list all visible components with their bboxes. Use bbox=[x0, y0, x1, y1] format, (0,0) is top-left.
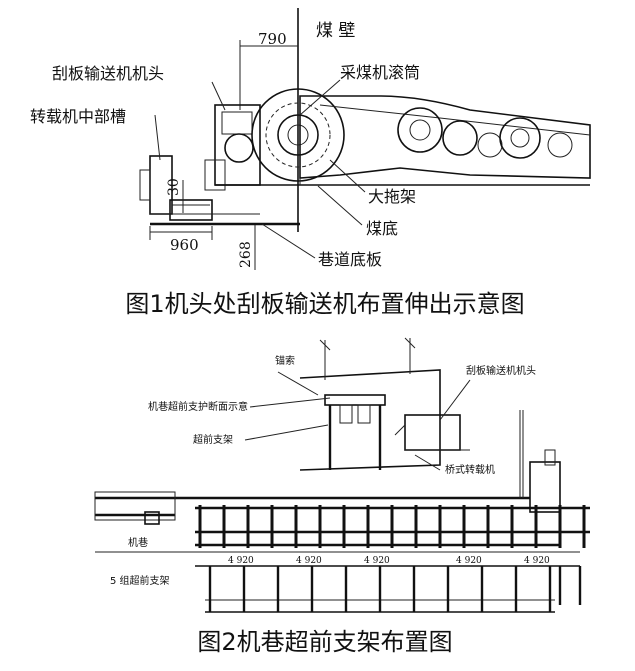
roadway-label: 机巷 bbox=[128, 536, 148, 549]
drum-label: 采煤机滚筒 bbox=[340, 63, 420, 82]
leader-roadway bbox=[261, 223, 316, 259]
spacing-label-1: 4 920 bbox=[228, 556, 254, 566]
transfer-trough-label: 转载机中部槽 bbox=[30, 107, 126, 126]
shearer-drum bbox=[251, 88, 345, 182]
figure1-drawing bbox=[139, 8, 591, 270]
gearbox bbox=[529, 461, 561, 513]
bridge-loader-label: 桥式转载机 bbox=[445, 463, 495, 476]
leader-conveyor-head bbox=[211, 81, 226, 111]
roadway-floor-label: 巷道底板 bbox=[318, 250, 382, 269]
spacing-label-5: 4 920 bbox=[524, 556, 550, 566]
dim-790-label: 790 bbox=[258, 30, 287, 48]
coal-floor-label: 煤底 bbox=[366, 219, 398, 238]
leader-drum bbox=[299, 79, 341, 116]
leader-skid bbox=[329, 159, 366, 193]
section-note-label: 机巷超前支护断面示意 bbox=[148, 400, 248, 413]
spacing-label-3: 4 920 bbox=[364, 556, 390, 566]
roadway-section bbox=[299, 369, 441, 471]
conveyor-head bbox=[204, 104, 300, 191]
dim-30-label: 30 bbox=[166, 178, 182, 196]
advance-support-label: 超前支架 bbox=[193, 433, 233, 446]
leader-floor bbox=[317, 185, 363, 226]
support-canopy bbox=[324, 394, 386, 406]
conveyor-head-label: 刮板输送机机头 bbox=[52, 64, 164, 83]
conveyor-head-label-2: 刮板输送机机头 bbox=[466, 364, 536, 377]
leader-anchor bbox=[277, 371, 319, 396]
conveyor-head-small bbox=[404, 414, 461, 451]
spacing-label-4: 4 920 bbox=[456, 556, 482, 566]
post-group bbox=[198, 505, 586, 612]
shearer-body bbox=[299, 95, 591, 186]
spacing-label-2: 4 920 bbox=[296, 556, 322, 566]
group-label: 5 组超前支架 bbox=[110, 574, 170, 587]
figure1-caption: 图1机头处刮板输送机布置伸出示意图 bbox=[125, 290, 524, 318]
anchor-cable-label: 锚索 bbox=[275, 354, 295, 367]
leader-transfer bbox=[154, 114, 161, 161]
coal-wall-label: 煤 壁 bbox=[316, 21, 355, 41]
dim-960-label: 960 bbox=[170, 236, 199, 254]
dim-268-label: 268 bbox=[238, 241, 254, 268]
big-skid-label: 大拖架 bbox=[368, 187, 416, 206]
figure2-caption: 图2机巷超前支架布置图 bbox=[197, 628, 452, 656]
transfer-trough bbox=[139, 155, 300, 226]
